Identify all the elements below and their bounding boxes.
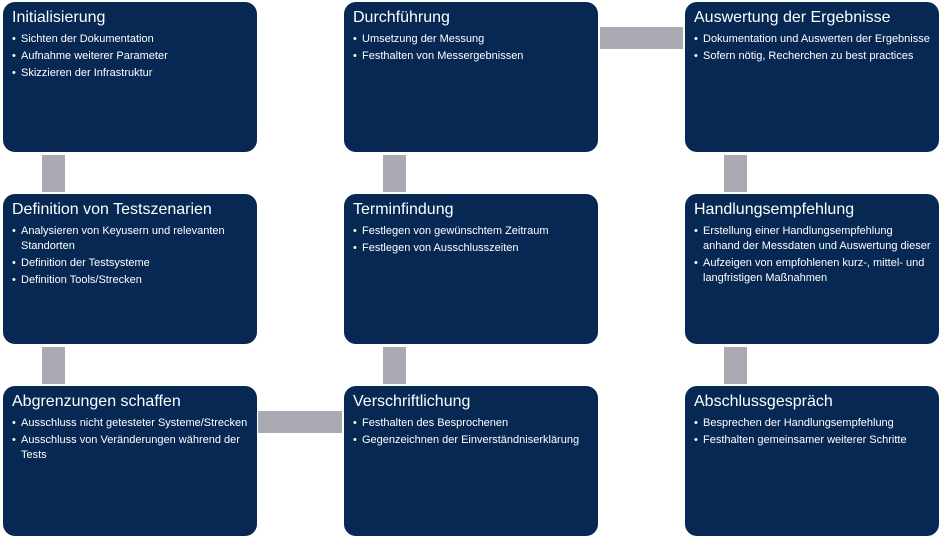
connector-initialisierung-definition — [42, 155, 65, 192]
bullet-list: Ausschluss nicht getesteter Systeme/Stre… — [12, 416, 249, 463]
connector-auswertung-handlungsempfehlung — [724, 155, 747, 192]
bullet-item: Ausschluss nicht getesteter Systeme/Stre… — [12, 416, 249, 431]
box-handlungsempfehlung: Handlungsempfehlung Erstellung einer Han… — [685, 194, 939, 344]
bullet-item: Erstellung einer Handlungsempfehlung anh… — [694, 224, 931, 254]
box-title: Durchführung — [353, 9, 450, 26]
bullet-item: Dokumentation und Auswerten der Ergebnis… — [694, 32, 931, 47]
bullet-item: Skizzieren der Infrastruktur — [12, 66, 249, 81]
bullet-list: Besprechen der Handlungsempfehlung Festh… — [694, 416, 931, 448]
bullet-list: Dokumentation und Auswerten der Ergebnis… — [694, 32, 931, 64]
box-terminfindung: Terminfindung Festlegen von gewünschtem … — [344, 194, 598, 344]
bullet-list: Sichten der Dokumentation Aufnahme weite… — [12, 32, 249, 81]
box-auswertung: Auswertung der Ergebnisse Dokumentation … — [685, 2, 939, 152]
box-durchfuehrung: Durchführung Umsetzung der Messung Festh… — [344, 2, 598, 152]
bullet-list: Erstellung einer Handlungsempfehlung anh… — [694, 224, 931, 286]
bullet-item: Definition der Testsysteme — [12, 256, 249, 271]
box-verschriftlichung: Verschriftlichung Festhalten des Besproc… — [344, 386, 598, 536]
box-title: Auswertung der Ergebnisse — [694, 9, 891, 26]
connector-terminfindung-durchfuehrung — [383, 155, 406, 192]
connector-abgrenzungen-verschriftlichung — [258, 411, 342, 433]
connector-definition-abgrenzungen — [42, 347, 65, 384]
bullet-item: Festlegen von Ausschlusszeiten — [353, 241, 590, 256]
box-title: Abschlussgespräch — [694, 393, 833, 410]
connector-durchfuehrung-auswertung — [600, 27, 683, 49]
bullet-item: Gegenzeichnen der Einverständniserklärun… — [353, 433, 590, 448]
box-initialisierung: Initialisierung Sichten der Dokumentatio… — [3, 2, 257, 152]
bullet-item: Festhalten gemeinsamer weiterer Schritte — [694, 433, 931, 448]
bullet-list: Festhalten des Besprochenen Gegenzeichne… — [353, 416, 590, 448]
bullet-item: Analysieren von Keyusern und relevanten … — [12, 224, 249, 254]
bullet-item: Umsetzung der Messung — [353, 32, 590, 47]
bullet-item: Aufzeigen von empfohlenen kurz-, mittel-… — [694, 256, 931, 286]
bullet-item: Festhalten von Messergebnissen — [353, 49, 590, 64]
connector-verschriftlichung-terminfindung — [383, 347, 406, 384]
box-title: Definition von Testszenarien — [12, 201, 212, 218]
connector-handlungsempfehlung-abschluss — [724, 347, 747, 384]
bullet-item: Besprechen der Handlungsempfehlung — [694, 416, 931, 431]
bullet-list: Analysieren von Keyusern und relevanten … — [12, 224, 249, 288]
bullet-list: Umsetzung der Messung Festhalten von Mes… — [353, 32, 590, 64]
bullet-item: Festlegen von gewünschtem Zeitraum — [353, 224, 590, 239]
bullet-item: Ausschluss von Veränderungen während der… — [12, 433, 249, 463]
bullet-item: Sofern nötig, Recherchen zu best practic… — [694, 49, 931, 64]
bullet-list: Festlegen von gewünschtem Zeitraum Festl… — [353, 224, 590, 256]
box-title: Verschriftlichung — [353, 393, 471, 410]
bullet-item: Definition Tools/Strecken — [12, 273, 249, 288]
box-title: Terminfindung — [353, 201, 454, 218]
bullet-item: Aufnahme weiterer Parameter — [12, 49, 249, 64]
bullet-item: Festhalten des Besprochenen — [353, 416, 590, 431]
bullet-item: Sichten der Dokumentation — [12, 32, 249, 47]
box-abschlussgespraech: Abschlussgespräch Besprechen der Handlun… — [685, 386, 939, 536]
box-title: Handlungsempfehlung — [694, 201, 855, 218]
box-abgrenzungen: Abgrenzungen schaffen Ausschluss nicht g… — [3, 386, 257, 536]
box-title: Abgrenzungen schaffen — [12, 393, 181, 410]
box-definition-testszenarien: Definition von Testszenarien Analysieren… — [3, 194, 257, 344]
box-title: Initialisierung — [12, 9, 106, 26]
